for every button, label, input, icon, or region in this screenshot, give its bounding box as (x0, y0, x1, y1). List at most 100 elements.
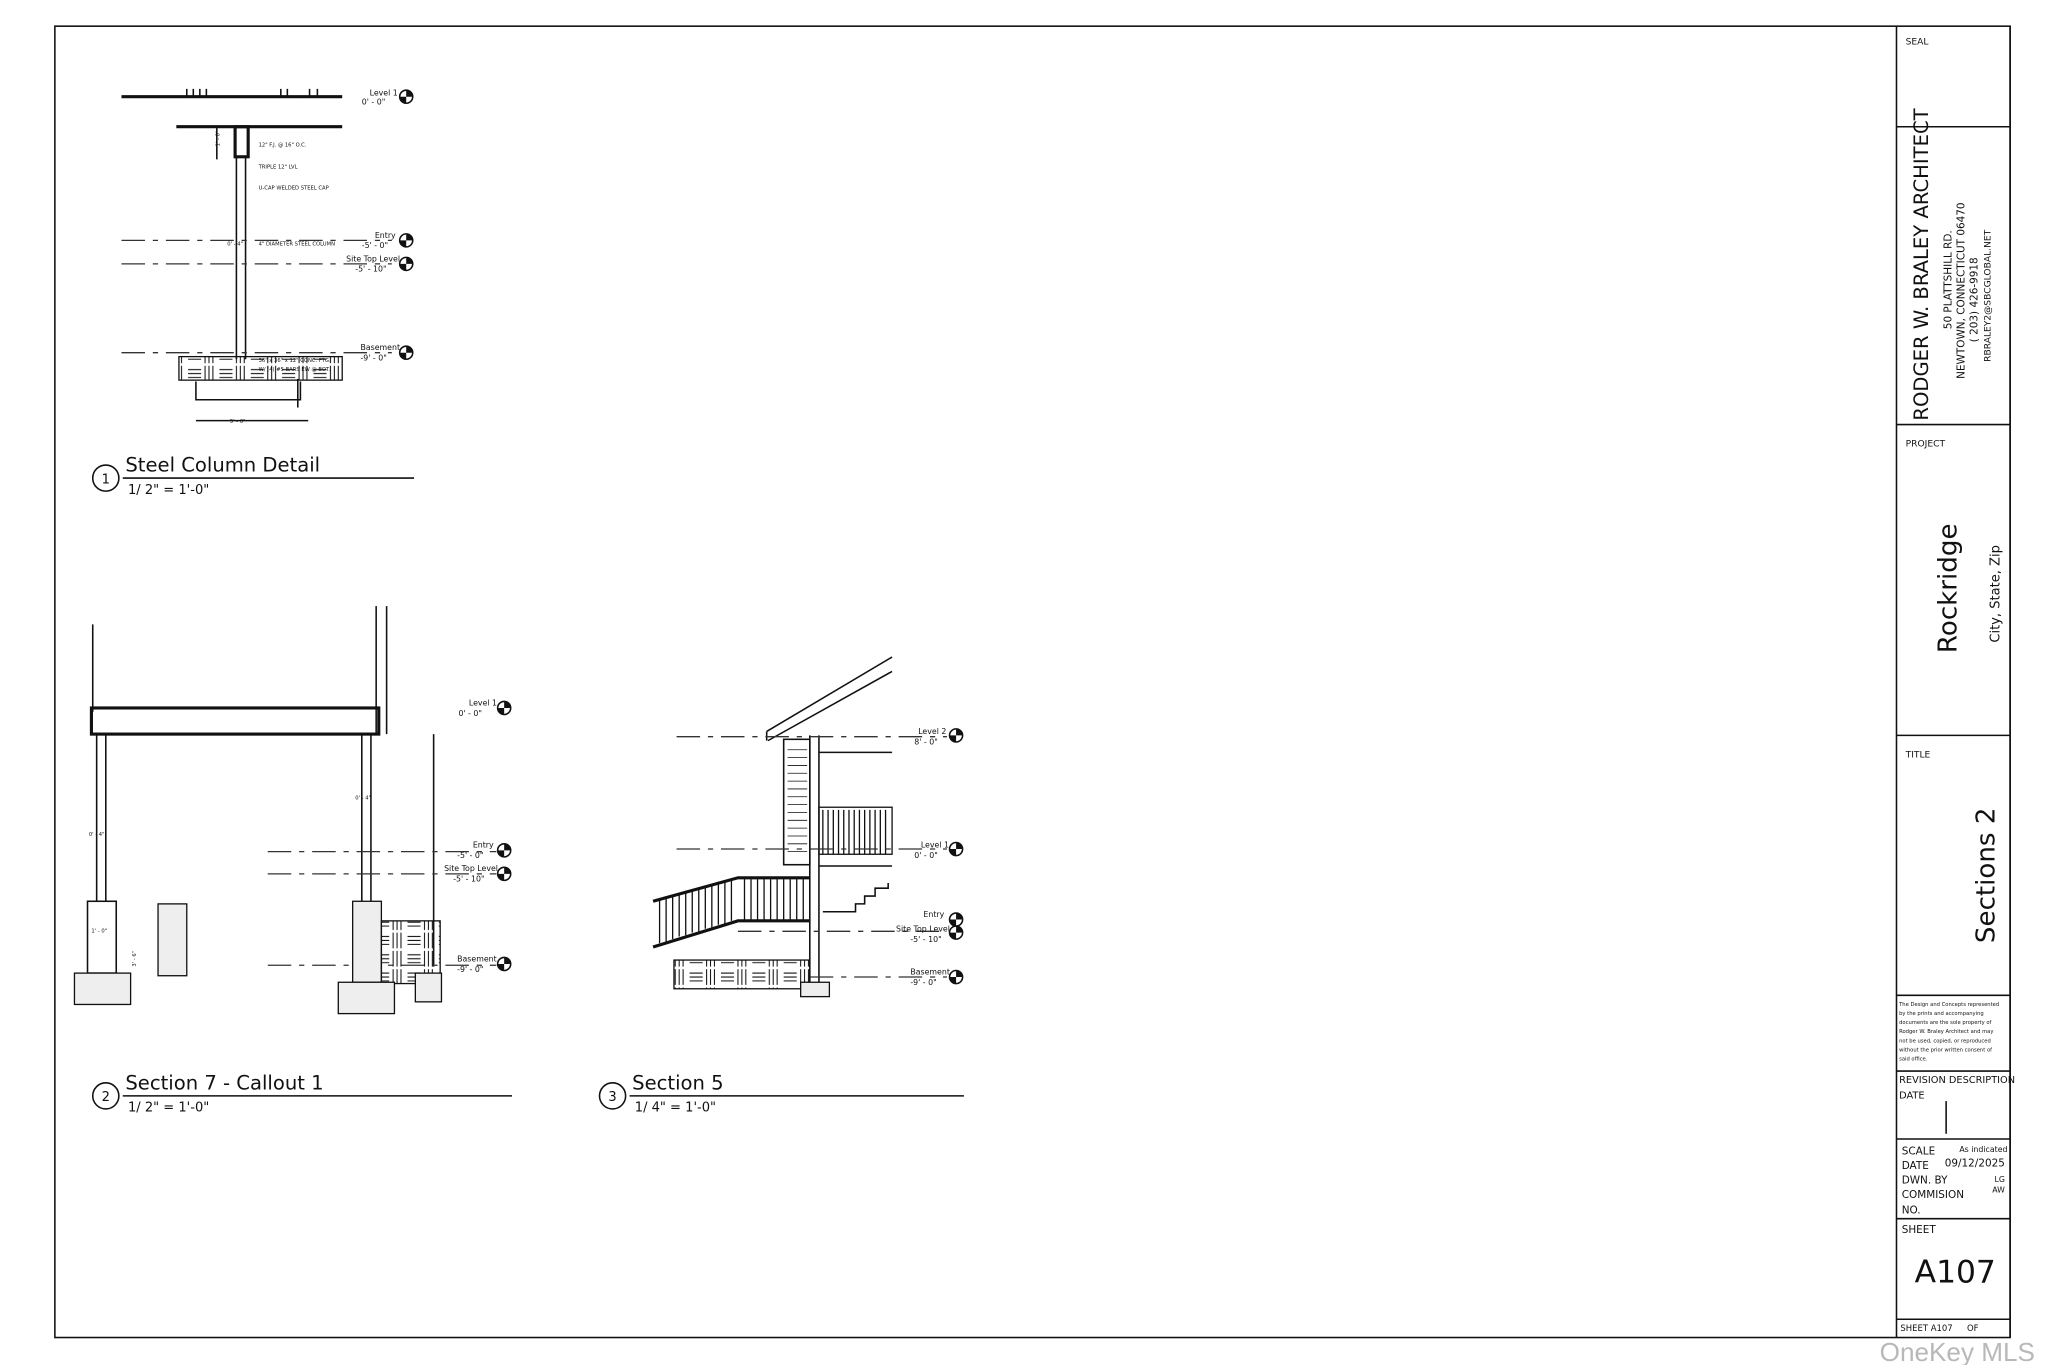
level-head-icon (496, 866, 512, 882)
level-head-icon (398, 233, 414, 248)
architect-address2: NEWTOWN, CONNECTICUT 06470 (1955, 202, 1967, 378)
note-column-dim: 0' - 4" (227, 242, 243, 248)
level-name: Site Top Level (444, 864, 498, 873)
architect-phone: ( 203) 426-9918 (1968, 257, 1980, 342)
view-section-7-callout-1: 0' - 4" 0' - 4" 1' - 0" 3' - 6" Level 1 … (73, 606, 512, 1116)
title-label: TITLE (1905, 751, 1931, 761)
level-head-icon (398, 345, 414, 361)
level-elev: 8' - 0" (914, 738, 938, 747)
view-scale: 1/ 2" = 1'-0" (128, 483, 209, 498)
project-name: Rockridge (1934, 523, 1964, 653)
level-name: Entry (473, 841, 494, 850)
level-elev: -5' - 10" (355, 265, 386, 274)
sheet-border (54, 25, 2011, 1339)
note-column-dim: 0' - 4" (355, 795, 371, 801)
commission-value: AW (1992, 1186, 2005, 1195)
of-label: OF (1967, 1323, 1979, 1333)
seal-label: SEAL (1906, 37, 1930, 47)
level-name: Entry (923, 910, 944, 919)
level-name: Basement (457, 954, 497, 963)
view-number-bubble (598, 1082, 627, 1110)
level-elev: -5' - 0" (362, 241, 388, 250)
note-footing-width: 5' - 0" (230, 419, 246, 425)
level-elev: -9' - 0" (457, 965, 483, 974)
level-elev: -9' - 0" (910, 978, 936, 987)
level-elev: 0' - 0" (458, 709, 482, 718)
view-number: 3 (608, 1090, 616, 1105)
level-name: Site Top Level (346, 254, 400, 263)
view-number-bubble (91, 1082, 120, 1110)
view-steel-column-detail: 12" F.J. @ 16" O.C. TRIPLE 12" LVL U-CAP… (91, 88, 415, 498)
level-name: Entry (375, 231, 396, 240)
level-head-icon (496, 843, 512, 858)
level-elev: -5' - 0" (457, 851, 483, 860)
level-head-icon (398, 89, 414, 105)
architect-email: RBRALEY2@SBCGLOBAL.NET (1984, 229, 1994, 362)
revision-label: REVISION DESCRIPTION (1899, 1075, 2015, 1086)
date-value: 09/12/2025 (1945, 1157, 2005, 1169)
level-name: Site Top Level (896, 924, 950, 933)
date-label: DATE (1902, 1160, 1929, 1172)
level-name: Basement (360, 343, 400, 352)
svg-text:by the prints and accompanying: by the prints and accompanying (1899, 1011, 1984, 1017)
title-block: SEAL RODGER W. BRALEY ARCHITECT 50 PLATT… (1896, 26, 2015, 1338)
level-name: Basement (910, 967, 950, 976)
level-name: Level 1 (370, 88, 398, 97)
sheet-number: A107 (1915, 1255, 1996, 1291)
level-head-icon (948, 841, 964, 857)
view-section-5: Level 2 8' - 0" Level 1 0' - 0" Entry Si… (598, 656, 964, 1116)
note-floor-joist: 12" F.J. @ 16" O.C. (259, 142, 307, 148)
note-footing: 36" x 36" x 12" CONC. FTG. (259, 358, 331, 364)
view-title: Section 5 (632, 1071, 723, 1094)
project-label: PROJECT (1906, 440, 1946, 450)
level-elev: -5' - 10" (910, 935, 941, 944)
view-number: 2 (102, 1090, 110, 1105)
revision-date-label: DATE (1899, 1091, 1924, 1102)
svg-text:not be used, copied, or reprod: not be used, copied, or reproduced (1899, 1038, 1991, 1044)
note-column-dim: 0' - 4" (89, 832, 105, 838)
svg-text:said office.: said office. (1899, 1057, 1928, 1063)
watermark: OneKey MLS (1880, 1337, 2035, 1365)
level-head-icon (948, 912, 964, 927)
note-steel-column: 4" DIAMETER STEEL COLUMN (259, 242, 335, 248)
level-head-icon (496, 700, 512, 716)
note-footing-bars: W/ (4) #5 BARS EW @ BOT. (259, 367, 331, 373)
level-name: Level 1 (469, 698, 497, 707)
view-scale: 1/ 2" = 1'-0" (128, 1101, 209, 1116)
sheet-label: SHEET (1902, 1224, 1937, 1236)
level-elev: -9' - 0" (360, 354, 386, 363)
level-head-icon (948, 969, 964, 985)
note-triple-lvl: TRIPLE 12" LVL (258, 165, 298, 171)
level-elev: 0' - 0" (362, 98, 386, 107)
level-head-icon (948, 728, 964, 743)
view-scale: 1/ 4" = 1'-0" (635, 1101, 716, 1116)
level-head-icon (496, 956, 512, 972)
note-footing-depth: 3' - 6" (132, 951, 138, 967)
project-location: City, State, Zip (1989, 545, 2004, 643)
level-name: Level 2 (918, 727, 946, 736)
no-label: NO. (1902, 1204, 1921, 1216)
drawn-by-value: LG (1994, 1175, 2004, 1184)
view-number: 1 (102, 472, 110, 487)
architect-address1: 50 PLATTSHILL RD. (1942, 230, 1954, 329)
level-name: Level 1 (921, 841, 949, 850)
level-head-icon (948, 925, 964, 940)
note-ucap: U-CAP WELDED STEEL CAP (259, 185, 329, 191)
disclaimer: The Design and Concepts represented by t… (1898, 1002, 1999, 1063)
scale-value: As indicated (1959, 1145, 2007, 1154)
svg-text:Rodger W. Braley Architect and: Rodger W. Braley Architect and may (1899, 1029, 1993, 1035)
svg-text:The Design and Concepts repres: The Design and Concepts represented (1898, 1002, 1999, 1008)
view-number-bubble (91, 464, 120, 492)
view-title: Steel Column Detail (125, 454, 320, 477)
sheet-footer: SHEET A107 (1900, 1323, 1952, 1333)
svg-text:documents are the sole propert: documents are the sole property of (1899, 1020, 1991, 1026)
level-elev: -5' - 10" (453, 875, 484, 884)
note-pier-dim: 1' - 0" (91, 929, 107, 935)
drawn-by-label: DWN. BY (1902, 1174, 1948, 1186)
note-cap-height: 1' - 0" (215, 131, 221, 147)
level-head-icon (398, 256, 414, 272)
level-elev: 0' - 0" (914, 851, 938, 860)
sheet-title: Sections 2 (1971, 808, 2001, 944)
view-title: Section 7 - Callout 1 (125, 1071, 323, 1094)
